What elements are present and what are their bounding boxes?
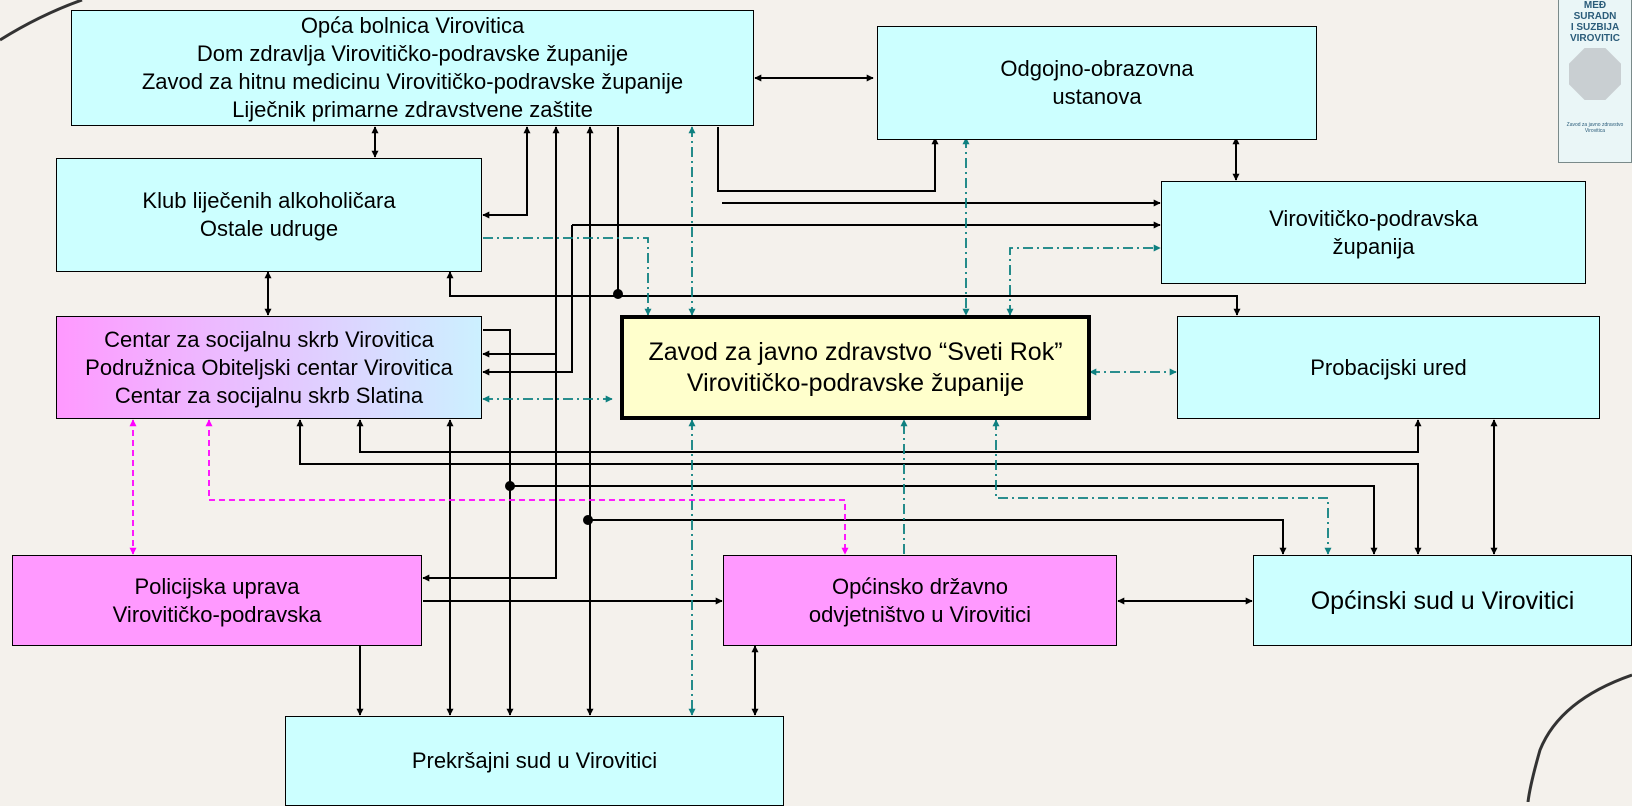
node-zupanija-line2: županija [1332, 233, 1415, 259]
node-zavod-line2: Virovitičko-podravske županije [686, 368, 1025, 397]
node-odvjetnistvo-line1: Općinsko državno [831, 573, 1009, 599]
node-czss-line1: Centar za socijalnu skrb Virovitica [104, 326, 434, 352]
link-bolnica-odgojno-2 [717, 127, 939, 192]
node-zavod: Zavod za javno zdravstvo “Sveti Rok” Vir… [620, 315, 1091, 420]
node-czss: Centar za socijalnu skrb Virovitica Podr… [56, 316, 482, 419]
node-policija: Policijska uprava Virovitičko-podravska [12, 555, 422, 646]
link-bolnica-czss [482, 126, 560, 358]
node-bolnica-line3: Zavod za hitnu medicinu Virovitičko-podr… [141, 69, 684, 94]
thumbnail-line3: I SUZBIJA [1570, 22, 1620, 33]
node-policija-line2: Virovitičko-podravska [112, 601, 322, 627]
node-zupanija: Virovitičko-podravska županija [1161, 181, 1586, 284]
node-bolnica-line1: Opća bolnica Virovitica [300, 13, 525, 38]
node-policija-line1: Policijska uprava [134, 573, 300, 599]
node-probacija-line1: Probacijski ured [1310, 354, 1467, 380]
thumbnail-line1: MEĐ [1583, 0, 1607, 11]
node-odvjetnistvo: Općinsko državno odvjetništvo u Viroviti… [723, 555, 1117, 646]
node-prekrsajni: Prekršajni sud u Virovitici [285, 716, 784, 806]
link-zavod-zupanija [1006, 244, 1161, 316]
thumbnail-line4: VIROVITIC [1569, 33, 1620, 44]
node-zavod-line1: Zavod za javno zdravstvo “Sveti Rok” [648, 337, 1063, 366]
link-czss-odvjetnistvo [205, 419, 849, 555]
decorative-curve [0, 0, 83, 42]
node-bolnica: Opća bolnica Virovitica Dom zdravlja Vir… [71, 10, 754, 126]
link-zupanija-czss [482, 225, 573, 376]
node-odgojno: Odgojno-obrazovna ustanova [877, 26, 1317, 140]
decorative-curve [1526, 673, 1632, 802]
link-czss-prekrsajni [483, 329, 514, 716]
node-bolnica-line2: Dom zdravlja Virovitičko-podravske župan… [196, 41, 629, 66]
node-klub-line2: Ostale udruge [199, 216, 339, 241]
node-czss-line3: Centar za socijalnu skrb Slatina [114, 382, 424, 408]
thumbnail-line2: SURADN [1573, 11, 1617, 22]
node-bolnica-line4: Liječnik primarne zdravstvene zaštite [232, 97, 593, 122]
link-to-policija [422, 215, 557, 582]
node-prekrsajni-line1: Prekršajni sud u Virovitici [411, 748, 658, 773]
node-klub: Klub liječenih alkoholičara Ostale udrug… [56, 158, 482, 272]
link-to-probacija [618, 295, 1241, 316]
node-opcinski-sud: Općinski sud u Virovitici [1253, 555, 1632, 646]
node-odgojno-line2: ustanova [1052, 84, 1142, 109]
node-czss-line2: Podružnica Obiteljski centar Virovitica [85, 354, 453, 380]
thumbnail-footer: Zavod za javno zdravstvo Virovitica [1566, 122, 1624, 134]
node-odvjetnistvo-line2: odvjetništvo u Virovitici [808, 601, 1032, 627]
node-klub-line1: Klub liječenih alkoholičara [142, 188, 396, 213]
node-odgojno-line1: Odgojno-obrazovna [1000, 56, 1194, 81]
link-czss-probacija [356, 419, 1422, 453]
node-zupanija-line1: Virovitičko-podravska [1269, 205, 1478, 231]
node-probacija: Probacijski ured [1177, 316, 1600, 419]
logo-octagon-icon [1569, 48, 1621, 100]
node-opcinski-sud-line1: Općinski sud u Virovitici [1310, 586, 1575, 615]
link-bolnica-klub-3 [482, 126, 531, 219]
document-thumbnail: MEĐ SURADN I SUZBIJA VIROVITIC Zavod za … [1558, 0, 1632, 163]
link-klub-zavod [483, 237, 652, 316]
link-zavod-opcinski [992, 419, 1332, 555]
